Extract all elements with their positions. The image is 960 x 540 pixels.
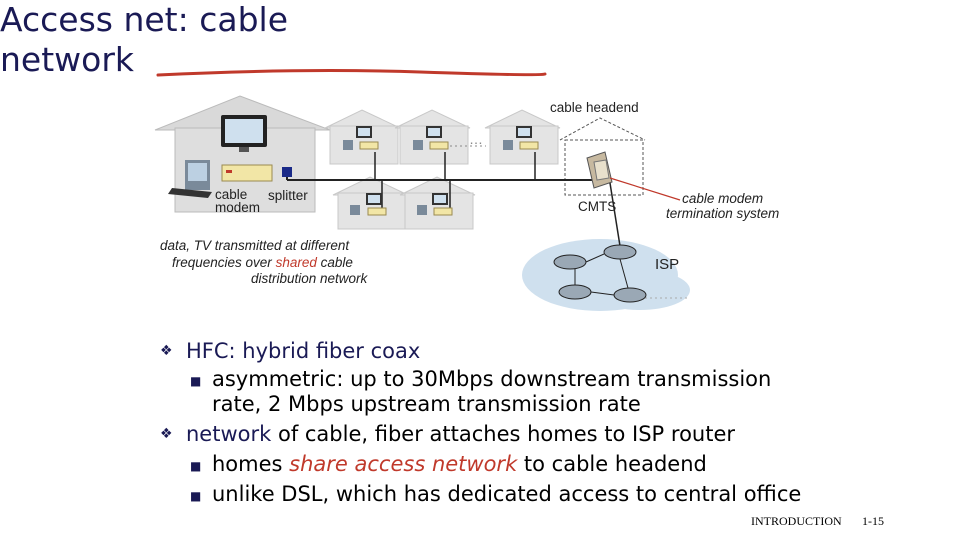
bullet-network-text: network of cable, fiber attaches homes t… — [186, 422, 735, 447]
label-cable-modem: cable modem — [215, 187, 261, 215]
share-pre: homes — [212, 452, 290, 476]
network-word: network — [186, 422, 272, 446]
note-line-2b: cable — [316, 255, 353, 270]
bullet-asymmetric-line2: rate, 2 Mbps upstream transmission rate — [212, 392, 641, 416]
network-rest: of cable, fiber attaches homes to ISP ro… — [271, 422, 736, 446]
label-cmts: CMTS — [578, 199, 617, 214]
bullet-share-text: homes share access network to cable head… — [212, 452, 707, 477]
cable-network-diagram — [154, 69, 690, 311]
home-row-bottom — [332, 176, 476, 230]
home-computer-icon — [168, 115, 267, 198]
square-bullet-icon: ■ — [190, 489, 202, 503]
label-isp: ISP — [655, 256, 680, 273]
router-icons — [553, 182, 647, 303]
title-underline-stroke — [156, 69, 547, 77]
diamond-bullet-icon: ❖ — [160, 426, 173, 442]
bullet-asymmetric-line1: asymmetric: up to 30Mbps downstream tran… — [212, 367, 772, 391]
label-ellipsis: … — [469, 131, 483, 147]
square-bullet-icon: ■ — [190, 374, 202, 388]
share-post: to cable headend — [517, 452, 707, 476]
cmts-pointer — [609, 177, 681, 201]
splitter-icon — [282, 167, 292, 177]
label-cable-headend: cable headend — [550, 100, 639, 115]
share-emphasis: share access network — [289, 452, 518, 476]
note-line-2: frequencies over shared cable — [172, 255, 353, 270]
footer-section: INTRODUCTION — [751, 514, 842, 528]
note-line-2a: frequencies over — [172, 255, 276, 270]
slide-title: Access net: cable network — [0, 0, 289, 79]
bullet-hfc-text: HFC: hybrid fiber coax — [186, 339, 421, 363]
label-splitter: splitter — [268, 188, 308, 203]
square-bullet-icon: ■ — [190, 459, 202, 473]
bullet-dsl-text: unlike DSL, which has dedicated access t… — [212, 482, 802, 506]
diamond-bullet-icon: ❖ — [160, 343, 173, 359]
note-line-3: distribution network — [251, 271, 368, 286]
headend-building — [559, 117, 646, 196]
cable-modem-icon — [221, 164, 273, 182]
note-shared-emphasis: shared — [275, 255, 317, 270]
cmts-device-icon — [586, 151, 613, 189]
footer-page: 1-15 — [862, 514, 884, 528]
small-home-equipment — [343, 126, 539, 216]
note-line-1: data, TV transmitted at different — [160, 238, 350, 253]
label-cmts-full: cable modem termination system — [666, 191, 780, 221]
